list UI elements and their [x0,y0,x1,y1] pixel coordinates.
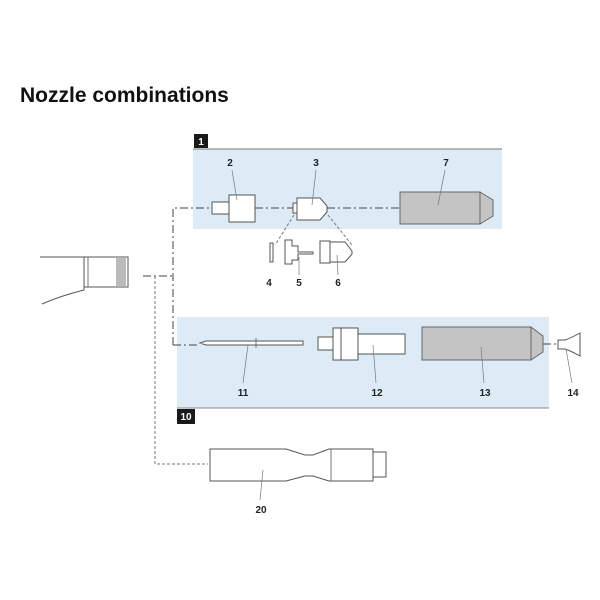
part-3: 3 [292,158,328,221]
group-10-badge [177,409,195,424]
label-13: 13 [479,388,491,399]
label-20: 20 [255,505,267,516]
part-7: 7 [399,158,494,225]
label-3: 3 [313,158,319,169]
group-1-badge-label: 1 [198,137,204,148]
label-11: 11 [238,388,249,399]
label-2: 2 [227,158,233,169]
page-title: Nozzle combinations [20,84,229,107]
label-14: 14 [567,388,579,399]
part-12: 12 [317,327,406,399]
label-5: 5 [296,278,302,289]
part-14: 14 [557,332,581,399]
label-6: 6 [335,278,341,289]
part-13: 13 [421,326,544,399]
part-2: 2 [211,158,256,223]
label-12: 12 [371,388,383,399]
part-6: 6 [319,240,353,289]
part-20: 20 [209,448,387,516]
group-10-badge-label: 10 [180,412,192,423]
label-4: 4 [266,278,272,289]
connection-lines [143,207,558,465]
handpiece [40,256,129,305]
part-5: 5 [284,239,314,289]
label-7: 7 [443,158,449,169]
part-4: 4 [266,242,274,289]
part-11: 11 [198,338,304,399]
group-1-badge [194,134,208,148]
